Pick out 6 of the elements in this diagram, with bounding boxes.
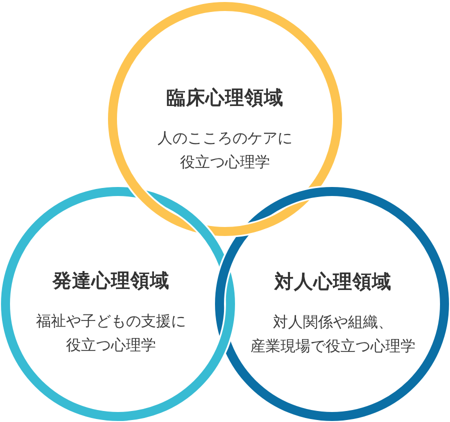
description: 福祉や子どもの支援に役立つ心理学 <box>35 311 187 356</box>
description: 人のこころのケアに役立つ心理学 <box>156 128 294 173</box>
heading: 対人心理領域 <box>273 270 392 294</box>
description: 対人関係や組織、産業現場で役立つ心理学 <box>250 312 416 357</box>
heading: 発達心理領域 <box>51 269 170 293</box>
heading: 臨床心理領域 <box>166 86 284 110</box>
